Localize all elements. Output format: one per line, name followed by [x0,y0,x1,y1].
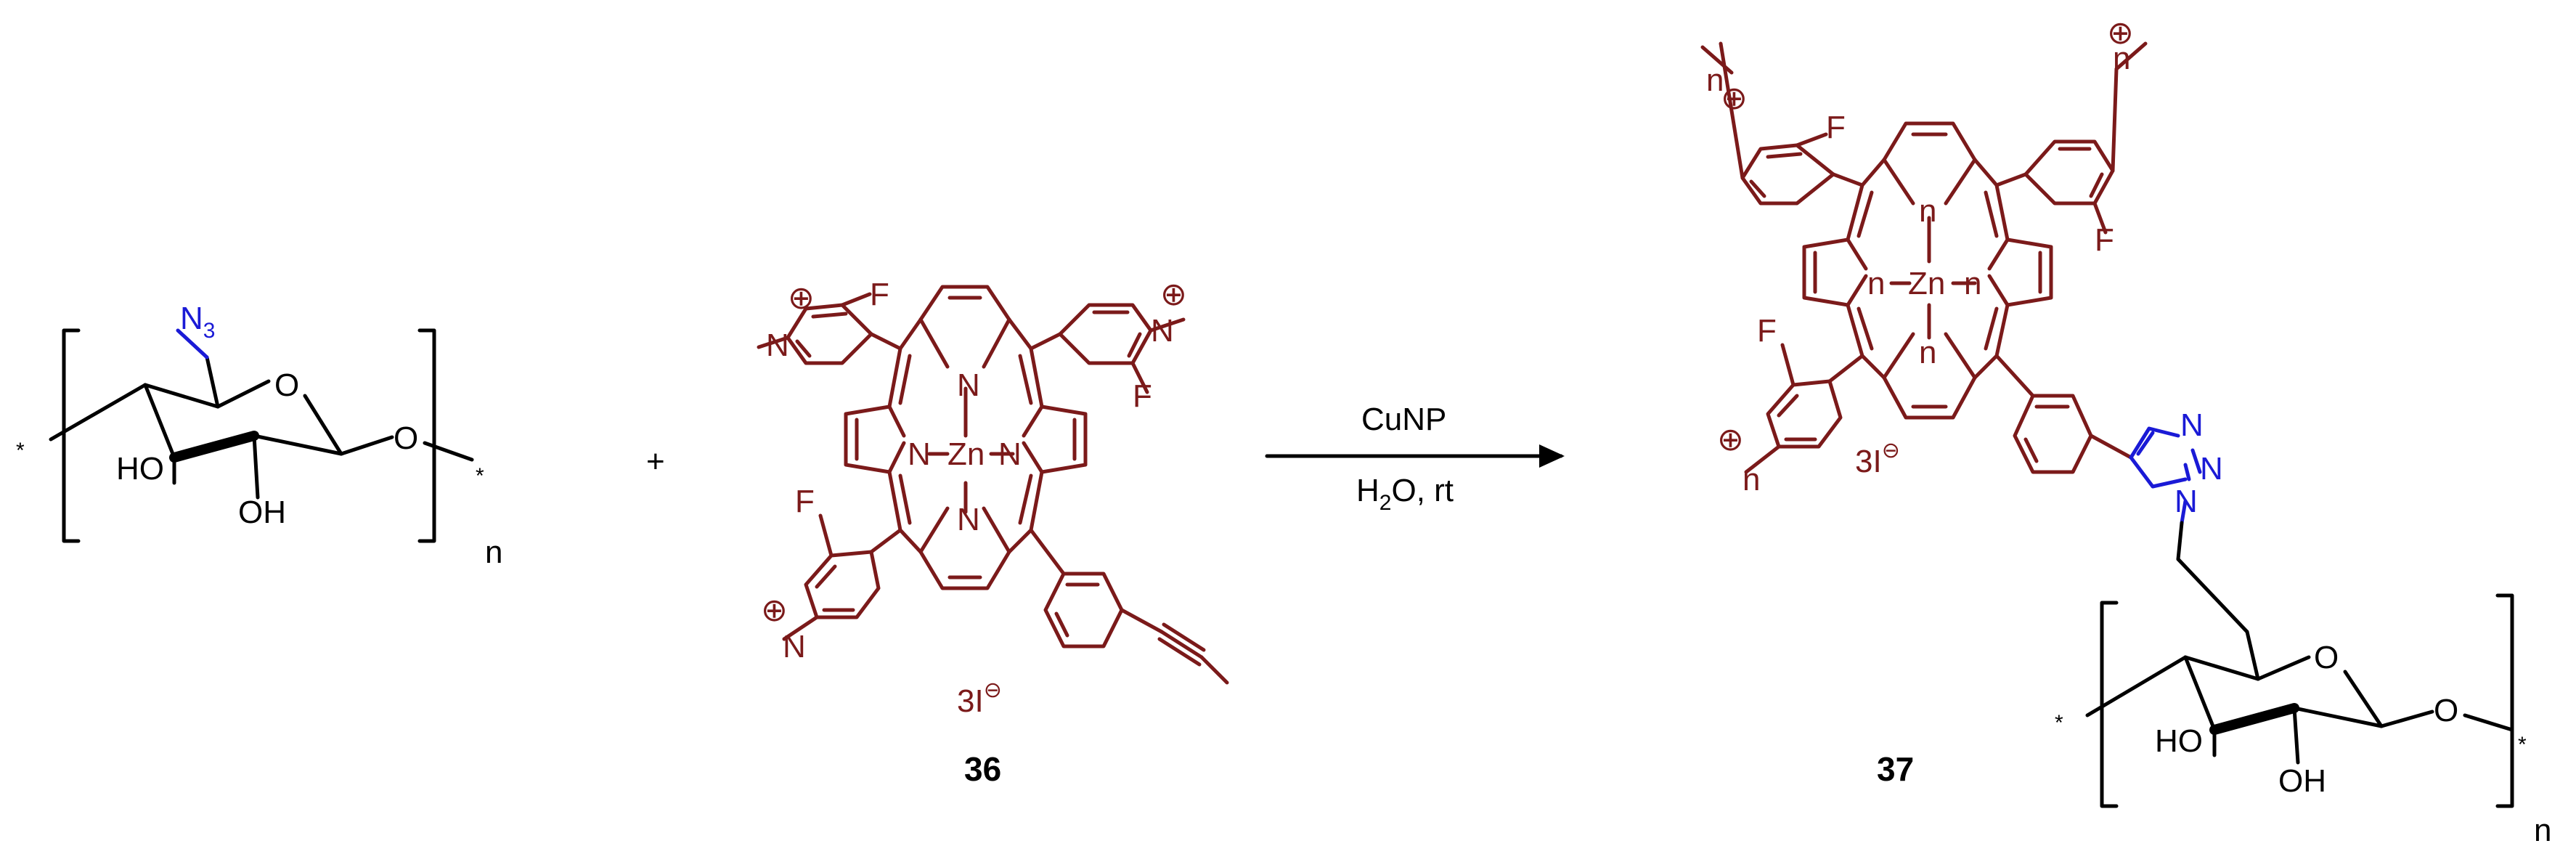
repeat-n: n [485,534,502,570]
triazole-n-1: N [2180,407,2204,443]
f-top-right: F [1133,378,1152,414]
charge-bottom-left: ⊕ [1717,422,1744,458]
f-bottom-left: F [795,484,815,519]
azide-label: N3 [180,301,215,343]
f-top-left: F [1826,110,1846,145]
counterion-36: 3I⊖ [957,678,1002,719]
reaction-arrow: CuNP H2O, rt [1265,402,1565,515]
f-top-right: F [2095,222,2114,258]
n-pyridinium-top-right: N [1151,313,1174,349]
n-bottom: n [1919,335,1936,370]
n-bottom: N [957,502,980,537]
plus-sign: + [646,444,665,479]
triazole-n-3: N [2174,484,2198,519]
oh-label: OH [2278,763,2326,799]
zn-center: Zn [947,436,985,472]
charge-top-right: ⊕ [2107,15,2134,51]
ho-label: HO [116,451,164,487]
triazole-n-2: N [2200,451,2223,487]
porphyrin-36: N N N N Zn F F F N N N ⊕ ⊕ ⊕ 3I⊖ 36 [757,277,1229,788]
n-pyridinium-top-left: n [1706,62,1724,98]
ring-oxygen: O [274,367,299,403]
compound-label-37: 37 [1877,750,1914,788]
cellulose-azide: N3 O O HO OH * * n [16,301,502,570]
n-right: N [998,436,1022,472]
f-top-left: F [870,277,889,312]
ring-oxygen: O [2314,640,2339,675]
star-left: * [16,439,25,463]
charge-top-left: ⊕ [788,280,815,316]
f-bottom-left: F [1757,313,1777,349]
counterion-37: 3I⊖ [1855,439,1900,479]
repeat-n: n [2534,813,2551,848]
n-pyridinium-top-left: N [766,328,789,363]
glycosidic-oxygen: O [2434,693,2458,728]
conditions-label: H2O, rt [1356,473,1454,515]
charge-top-left: ⊕ [1721,81,1748,116]
n-right: n [1964,266,1981,301]
star-right: * [476,464,484,488]
n-pyridinium-bottom-left: N [783,629,806,664]
n-left: N [908,436,931,472]
n-pyridinium-bottom-left: n [1743,462,1760,497]
compound-label-36: 36 [964,750,1001,788]
reagent-label: CuNP [1361,402,1446,437]
n-top: n [1919,193,1936,229]
zn-center: Zn [1908,266,1945,301]
n-left: n [1867,266,1885,301]
glycosidic-oxygen: O [394,420,418,456]
charge-bottom-left: ⊕ [761,593,788,628]
ho-label: HO [2155,723,2203,759]
product-37: n n n n Zn F F F n n n ⊕ ⊕ ⊕ 3I⊖ N N N 3… [1700,15,2551,848]
oh-label: OH [238,495,286,530]
charge-top-right: ⊕ [1160,277,1187,312]
n-top: N [957,367,980,403]
star-left: * [2055,711,2063,735]
n-pyridinium-top-right: n [2113,41,2130,76]
star-right: * [2518,733,2527,757]
